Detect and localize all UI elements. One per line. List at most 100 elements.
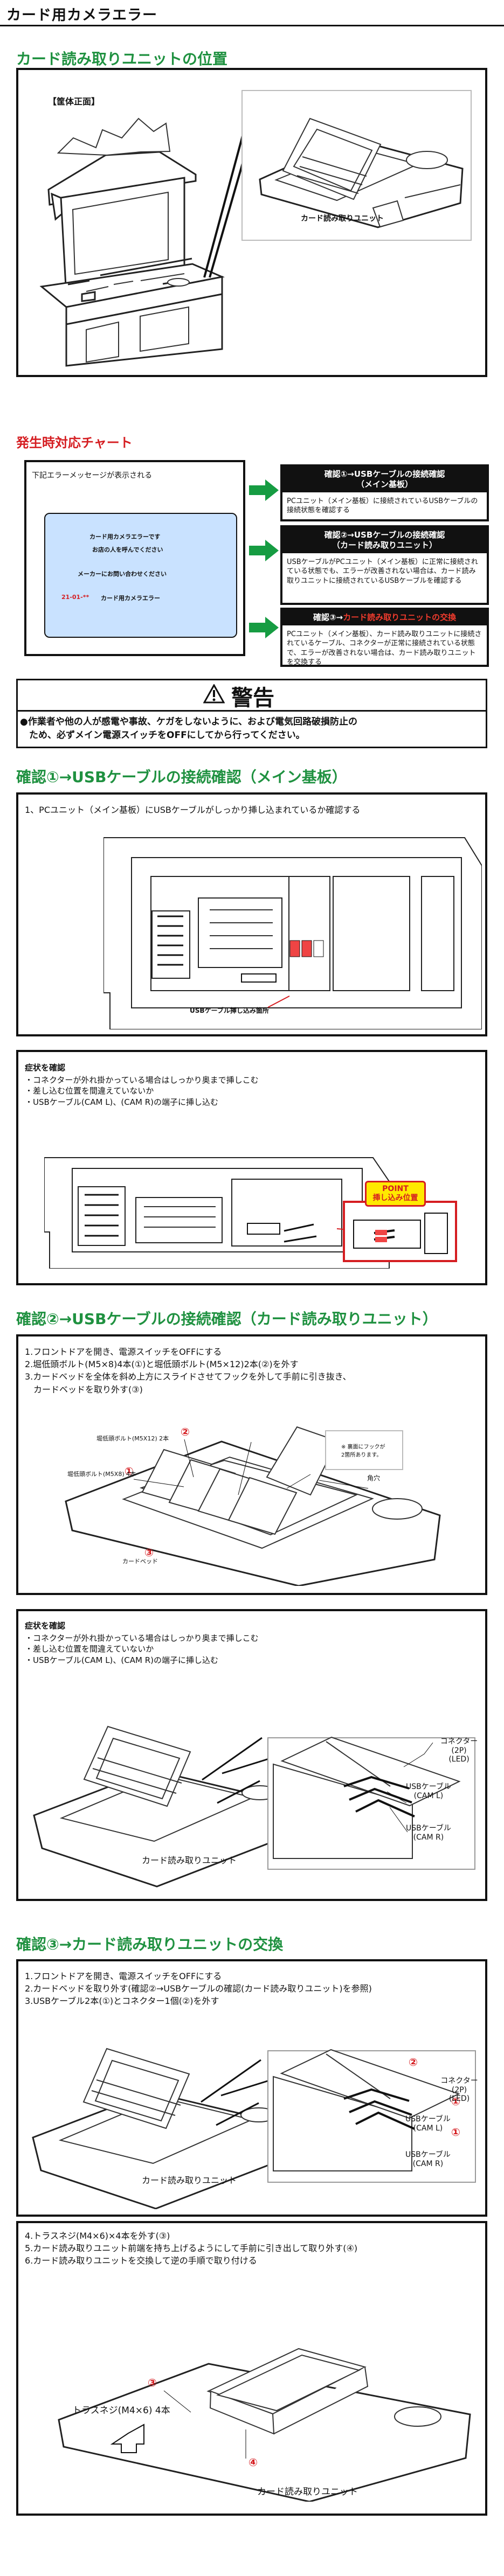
- check3-step-2: 2.カードベッドを取り外す(確認②→USBケーブルの確認(カード読み取りユニット…: [25, 1983, 372, 1994]
- check2-step-4: カードベッドを取り外す(③): [25, 1384, 143, 1395]
- card-unit-detail-panel: カード読み取りユニット: [241, 90, 472, 241]
- chart-card-3-title-line1: 確認③→カード読み取りユニットの交換: [285, 612, 485, 623]
- chart-card-1-title-line2: （メイン基板）: [356, 479, 413, 489]
- check1-title: 確認①→USBケーブルの接続確認（メイン基板）: [16, 768, 347, 786]
- label-card-bed: カードベッド: [122, 1558, 158, 1565]
- usb-insertion-label-box: USBケーブル挿し込み箇所: [190, 995, 293, 1017]
- error-intro-text: 下記エラーメッセージが表示される: [32, 471, 153, 480]
- check3-connector-name: コネクター(2P): [440, 2077, 478, 2094]
- check3-steps: 1.フロントドアを開き、電源スイッチをOFFにする 2.カードベッドを取り外す(…: [25, 1970, 372, 2008]
- label-bolt-8: 堀低頭ボルト(M5X8) 4本: [67, 1471, 136, 1478]
- error-line-2: お店の人を呼んでください: [92, 546, 163, 553]
- chart-card-2: 確認②→USBケーブルの接続確認 （カード読み取りユニット） USBケーブルがP…: [280, 525, 489, 605]
- chart-card-1-body: PCユニット（メイン基板）に接続されているUSBケーブルの接続状態を確認する: [287, 497, 478, 515]
- check3-marker-1a: ①: [451, 2095, 460, 2108]
- check3-connector-sub: (LED): [448, 2094, 470, 2103]
- error-code: 21-01-**: [61, 594, 89, 601]
- warning-line-1: ●作業者や他の人が感電や事故、ケガをしないように、および電気回路破損防止の: [20, 716, 357, 727]
- check3-illustration: ② ① ①: [32, 2048, 476, 2209]
- check2-symptom-3: ・USBケーブル(CAM L)、(CAM R)の端子に挿し込む: [25, 1655, 218, 1665]
- check2-marker-2: ②: [181, 1425, 190, 1438]
- check3-unit-label-2: カード読み取りユニット: [257, 2487, 358, 2497]
- check3-marker-1b: ①: [451, 2126, 460, 2139]
- check3-steps2-panel: 4.トラスネジ(M4×6)×4本を外す(③) 5.カード読み取りユニット前端を持…: [16, 2221, 487, 2516]
- location-panel: 【筐体正面】: [16, 68, 487, 377]
- chart-card-1-title-line1: 確認①→USBケーブルの接続確認: [324, 469, 445, 479]
- check3-usb-r-sub: (CAM R): [412, 2160, 444, 2168]
- check2-marker-1: ①: [125, 1465, 134, 1478]
- check1-panel: 1、PCユニット（メイン基板）にUSBケーブルがしっかり挿し込まれているか確認す…: [16, 792, 487, 1036]
- check3-usb-l-label: USBケーブル (CAM L): [405, 2113, 451, 2133]
- warning-panel: 警告 ●作業者や他の人が感電や事故、ケガをしないように、および電気回路破損防止の…: [16, 679, 487, 748]
- check3-marker-3: ③: [148, 2376, 157, 2389]
- chart-card-3-body: PCユニット（メイン基板）、カード読み取りユニットに接続されているケーブル、コネ…: [287, 630, 482, 667]
- location-section-title: カード読み取りユニットの位置: [16, 50, 228, 68]
- check1-symptom-title: 症状を確認: [25, 1063, 66, 1073]
- check3-step-1: 1.フロントドアを開き、電源スイッチをOFFにする: [25, 1971, 222, 1981]
- warning-icon: [203, 684, 225, 704]
- chart-card-1-title: 確認①→USBケーブルの接続確認 （メイン基板）: [282, 467, 487, 492]
- check1-symptom-1: ・コネクターが外れ掛かっている場合はしっかり奥まで挿しこむ: [25, 1075, 259, 1085]
- card-bed-removal-illustration: ② ① ③: [65, 1425, 441, 1586]
- check3-steps2: 4.トラスネジ(M4×6)×4本を外す(③) 5.カード読み取りユニット前端を持…: [25, 2230, 357, 2267]
- check2-usb-l-label: USBケーブル (CAM L): [406, 1781, 451, 1800]
- chart-section-title: 発生時対応チャート: [16, 435, 133, 450]
- check2-symptom-panel: 症状を確認 ・コネクターが外れ掛かっている場合はしっかり奥まで挿しこむ ・差し込…: [16, 1609, 487, 1901]
- hook-note-box: ※ 裏面にフックが 2箇所あります。: [325, 1430, 403, 1470]
- check2-symptom-illustration: [33, 1725, 475, 1888]
- check2-usb-r-name: USBケーブル: [406, 1824, 451, 1833]
- chart-card-2-title: 確認②→USBケーブルの接続確認 （カード読み取りユニット）: [282, 527, 487, 553]
- check2-marker-3: ③: [144, 1546, 154, 1559]
- point-badge: POINT 挿し込み位置: [365, 1181, 426, 1207]
- error-line-3: メーカーにお問い合わせください: [78, 570, 167, 577]
- check3-usb-r-label: USBケーブル (CAM R): [405, 2149, 451, 2168]
- chart-card-3: 確認③→カード読み取りユニットの交換 PCユニット（メイン基板）、カード読み取り…: [280, 608, 489, 667]
- check2-step-2: 2.堀低頭ボルト(M5×8)4本(①)と堀低頭ボルト(M5×12)2本(②)を外…: [25, 1359, 299, 1370]
- point-title: POINT: [382, 1185, 409, 1193]
- error-message-panel: 下記エラーメッセージが表示される カード用カメラエラーです お店の人を呼んでくだ…: [24, 460, 245, 656]
- check2-connector-label: コネクター(2P) (LED): [433, 1736, 485, 1764]
- check2-panel: 1.フロントドアを開き、電源スイッチをOFFにする 2.堀低頭ボルト(M5×8)…: [16, 1334, 487, 1595]
- check1-detail-illustration: [44, 1157, 457, 1269]
- check3-step-4: 4.トラスネジ(M4×6)×4本を外す(③): [25, 2231, 170, 2241]
- check3-connector-label: コネクター(2P) (LED): [433, 2075, 485, 2103]
- title-divider: [0, 25, 504, 26]
- check1-step: 1、PCユニット（メイン基板）にUSBケーブルがしっかり挿し込まれているか確認す…: [25, 805, 361, 815]
- chart-card-2-body: USBケーブルがPCユニット（メイン基板）に正常に接続されている状態でも、エラー…: [287, 558, 478, 585]
- warning-divider: [18, 710, 486, 712]
- check1-symptom-2: ・差し込む位置を間違えていないか: [25, 1086, 154, 1096]
- error-label: カード用カメラエラー: [101, 595, 160, 602]
- check3-step-6: 6.カード読み取りユニットを交換して逆の手順で取り付ける: [25, 2255, 257, 2266]
- check2-symptom-1: ・コネクターが外れ掛かっている場合はしっかり奥まで挿しこむ: [25, 1633, 259, 1643]
- check3-usb-l-name: USBケーブル: [405, 2115, 451, 2124]
- screw-label: トラスネジ(M4×6) 4本: [72, 2405, 170, 2416]
- chart-card-3-prefix: 確認③→: [313, 612, 343, 622]
- check2-steps: 1.フロントドアを開き、電源スイッチをOFFにする 2.堀低頭ボルト(M5×8)…: [25, 1346, 351, 1396]
- check2-step-1: 1.フロントドアを開き、電源スイッチをOFFにする: [25, 1347, 222, 1357]
- usb-insertion-label: USBケーブル挿し込み箇所: [190, 1007, 269, 1014]
- warning-title: 警告: [231, 686, 274, 711]
- check3-panel: 1.フロントドアを開き、電源スイッチをOFFにする 2.カードベッドを取り外す(…: [16, 1959, 487, 2217]
- check2-connector-name: コネクター(2P): [440, 1737, 478, 1755]
- check2-usb-l-name: USBケーブル: [406, 1783, 451, 1791]
- chart-card-3-title: 確認③→カード読み取りユニットの交換: [282, 610, 487, 625]
- error-line-1: カード用カメラエラーです: [89, 533, 161, 540]
- chart-arrows: [249, 479, 279, 638]
- check3-marker-2: ②: [409, 2056, 418, 2069]
- cabinet-illustration: [39, 117, 225, 367]
- check1-symptom-panel: 症状を確認 ・コネクターが外れ掛かっている場合はしっかり奥まで挿しこむ ・差し込…: [16, 1050, 487, 1285]
- chart-card-1: 確認①→USBケーブルの接続確認 （メイン基板） PCユニット（メイン基板）に接…: [280, 464, 489, 521]
- cabinet-label: 【筐体正面】: [48, 96, 100, 107]
- check2-unit-label: カード読み取りユニット: [142, 1855, 237, 1865]
- check2-usb-l-sub: (CAM L): [413, 1792, 444, 1800]
- check3-unit-label: カード読み取りユニット: [142, 2175, 237, 2185]
- check1-symptom-list: ・コネクターが外れ掛かっている場合はしっかり奥まで挿しこむ ・差し込む位置を間違…: [25, 1075, 259, 1108]
- check1-symptom-3: ・USBケーブル(CAM L)、(CAM R)の端子に挿し込む: [25, 1097, 218, 1107]
- card-unit-label: カード読み取りユニット: [301, 214, 384, 223]
- check2-title: 確認②→USBケーブルの接続確認（カード読み取りユニット）: [16, 1310, 438, 1328]
- card-unit-illustration: [259, 117, 464, 228]
- check2-symptom-list: ・コネクターが外れ掛かっている場合はしっかり奥まで挿しこむ ・差し込む位置を間違…: [25, 1633, 259, 1666]
- warning-line-2: ため、必ずメイン電源スイッチをOFFにしてから行ってください。: [20, 729, 305, 741]
- check3-usb-l-sub: (CAM L): [413, 2124, 443, 2133]
- chart-card-3-red-text: カード読み取りユニットの交換: [343, 612, 457, 622]
